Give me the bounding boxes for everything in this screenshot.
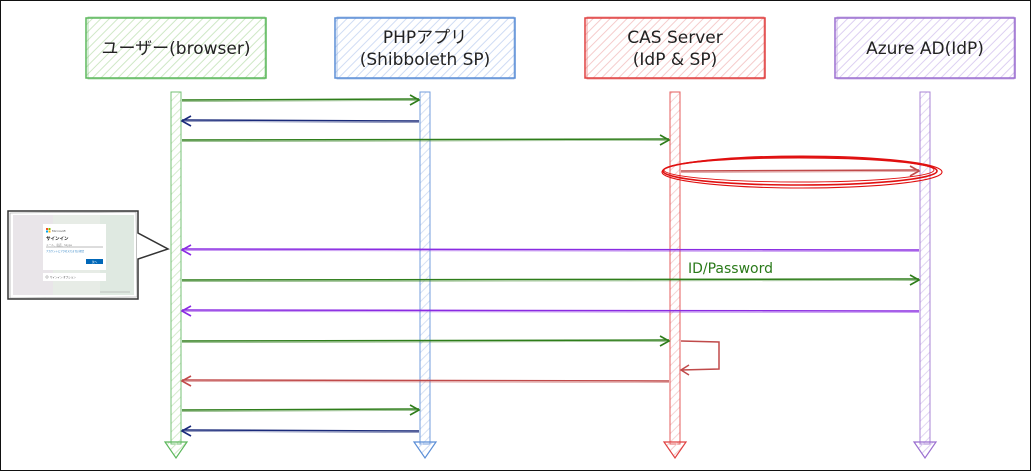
actor-box-sketch [336,16,515,80]
actor-box [334,17,516,79]
message-line-sketch [181,410,420,412]
signin-options-bar [43,273,106,281]
microsoft-logo-icon [48,228,51,230]
actor-browser: ユーザー(browser) [85,16,267,80]
message-line-sketch [680,171,920,173]
microsoft-logo-icon [46,230,48,233]
highlight-ellipse-sketch [661,155,943,189]
message-line [181,119,420,122]
signin-link: アカウントにアクセスできない場合 [46,249,85,253]
callout-bubble-sketch [9,211,138,299]
message-5 [180,244,920,256]
message-7 [180,305,920,317]
lifeline-bar [419,91,431,445]
actor-azure: Azure AD(IdP) [834,16,1016,80]
lifeline-bar [919,91,931,445]
message-line-sketch [181,381,670,383]
actor-label: ユーザー(browser) [102,39,251,59]
message-line-sketch [181,140,670,142]
arrowhead [409,404,421,416]
signin-input-placeholder: メール、電話、Skype [46,243,72,247]
arrowhead [180,425,192,437]
signin-heading: サインイン [46,236,69,242]
message-line-sketch [181,311,920,313]
highlight-ellipse-sketch [663,157,935,183]
actor-box [85,17,267,79]
message-line [181,339,670,342]
message-line [181,408,420,411]
lifeline-cas [662,91,688,460]
arrowhead [909,274,921,286]
actor-label: Azure AD(IdP) [866,39,984,59]
message-4 [661,155,943,189]
message-11 [181,404,421,416]
message-8 [181,335,671,347]
actor-label: (Shibboleth SP) [360,50,491,70]
actor-box-sketch [836,16,1015,80]
lifeline-bar [669,91,681,445]
message-2 [180,115,420,127]
lifeline-arrowhead [163,441,189,460]
message-1 [181,94,421,106]
microsoft-logo-icon [48,230,51,233]
message-line-sketch [181,100,420,102]
arrowhead [679,364,690,376]
highlight-ellipse [662,156,938,186]
self-message-line [680,340,720,371]
actor-label: CAS Server [627,28,722,48]
arrowhead [180,375,192,387]
actor-box-sketch [586,16,765,80]
message-line [181,429,420,432]
actor-box-sketch [87,16,266,80]
message-label: ID/Password [688,261,773,277]
message-line-sketch [181,250,920,252]
message-line-sketch [181,431,420,433]
message-line-sketch [181,341,670,343]
lifeline-arrowhead [912,441,938,460]
arrowhead [659,335,671,347]
lifeline-bar [170,91,182,445]
actor-label: (IdP & SP) [633,50,717,70]
signin-next-button [86,259,103,264]
arrowhead [909,165,921,177]
message-line-sketch [181,280,920,282]
actor-php: PHPアプリ(Shibboleth SP) [334,16,516,80]
message-line [680,169,920,172]
arrowhead [180,305,192,317]
message-9 [679,340,720,376]
message-line-sketch [181,121,420,123]
message-12 [180,425,420,437]
lifeline-arrowhead [662,441,688,460]
arrowhead [180,115,192,127]
signin-next-label: 次へ [92,260,98,264]
actor-box [584,17,766,79]
message-line [181,98,420,101]
lifeline-azure [912,91,938,460]
message-10 [180,375,670,387]
arrowhead [409,94,421,106]
message-3 [181,134,671,146]
message-line [181,278,920,281]
message-6: ID/Password [181,261,921,286]
message-line [181,248,920,251]
actor-label: PHPアプリ [383,28,467,48]
actor-cas: CAS Server(IdP & SP) [584,16,766,80]
message-line [181,138,670,141]
signin-options-label: サインイン オプション [50,275,76,279]
key-icon [45,275,49,279]
message-line [181,379,670,382]
message-line [181,309,920,312]
lifeline-arrowhead [412,441,438,460]
lifeline-php [412,91,438,460]
lifeline-browser [163,91,189,460]
arrowhead [659,134,671,146]
arrowhead [180,244,192,256]
microsoft-logo-icon [46,228,48,230]
actor-box [834,17,1016,79]
signin-brand: Microsoft [52,229,66,233]
